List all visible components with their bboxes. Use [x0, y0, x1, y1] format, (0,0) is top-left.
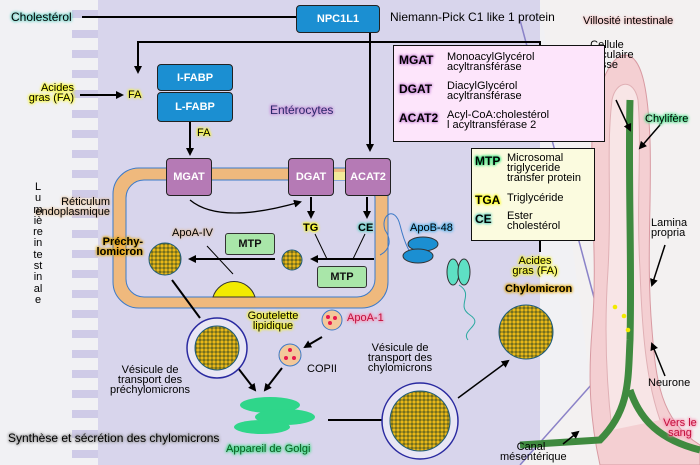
- exocytosis-arrow: [457, 359, 510, 399]
- dgat-box: DGAT: [288, 158, 334, 196]
- golgi-label: Appareil de Golgi: [226, 443, 311, 455]
- prechylomicron-label: Préchy- lomicron: [96, 236, 143, 258]
- er-label: Réticulum endoplasmique: [35, 196, 110, 218]
- legend-mtp-abbr: MTP: [475, 154, 501, 168]
- copii-label: COPII: [307, 363, 337, 375]
- tg-label: TG: [303, 222, 319, 234]
- translocon-left: [446, 258, 460, 286]
- apob48-chain: [379, 213, 419, 261]
- mgat-box: MGAT: [166, 158, 212, 196]
- prechylo-to-vesicle-line: [171, 279, 201, 319]
- legend-mgat-def: MonoacylGlycérol acyltransférase: [447, 51, 535, 73]
- legend-mtp-def: Microsomal triglyceride transfer protein: [507, 152, 581, 184]
- chylo-vesicle-label: Vésicule de transport des chylomicrons: [367, 342, 433, 374]
- apoa1-vesicle: [321, 309, 343, 331]
- acat2-box: ACAT2: [345, 158, 391, 196]
- to-blood-label: Vers le sang: [663, 417, 697, 439]
- lfabp-box: L-FABP: [157, 92, 233, 122]
- legend-mgat-abbr: MGAT: [399, 53, 434, 67]
- apoa4-label: ApoA-IV: [172, 227, 213, 239]
- legend-acat2-def: Acyl-CoA:cholestérol l acyltransférase 2: [447, 109, 550, 131]
- nascent-particle: [281, 249, 303, 271]
- vesicle-to-golgi-arrow: [237, 367, 257, 392]
- translocon-right: [457, 258, 471, 286]
- prechylomicron-particle: [148, 242, 182, 276]
- mesenteric-label: Canal mésentérique: [500, 441, 567, 463]
- fatty-acids-label: Acides gras (FA): [28, 82, 74, 104]
- page-title: Synthèse et sécrétion des chylomicrons: [8, 431, 220, 445]
- tg-connector: [314, 233, 328, 260]
- legend-ce-abbr: CE: [475, 212, 492, 226]
- apob48-tail: [458, 284, 476, 341]
- apoa1-to-copii-arrow: [303, 336, 323, 349]
- ribosome-small: [402, 248, 434, 264]
- prechylo-vesicle-label: Vésicule de transport des préchylomicron…: [109, 364, 191, 396]
- er-gap: [332, 172, 346, 180]
- ce-label: CE: [358, 222, 374, 234]
- npc1l1-box: NPC1L1: [296, 5, 380, 33]
- copii-vesicle: [278, 343, 302, 367]
- neuron-label: Neurone: [648, 377, 691, 389]
- villus-title: Villosité intestinale: [583, 15, 674, 27]
- legend-tga-def: Triglycéride: [507, 192, 564, 204]
- fa-label-entry: FA: [128, 89, 142, 101]
- mtp-box-upper: MTP: [225, 233, 275, 255]
- apob48-label: ApoB-48: [410, 222, 453, 234]
- lipid-legend: MTP Microsomal triglyceride transfer pro…: [471, 148, 595, 241]
- enzyme-legend: MGAT MonoacylGlycérol acyltransférase DG…: [393, 45, 605, 142]
- apoa1-label: ApoA-1: [347, 312, 384, 324]
- ce-connector: [352, 233, 366, 260]
- lipid-droplet: [212, 281, 256, 298]
- microvilli: [72, 10, 98, 458]
- villus-illustration: [519, 54, 700, 465]
- lipid-droplet-label: Goutelette lipidique: [247, 310, 299, 332]
- golgi-cisterna-3: [234, 420, 290, 434]
- mgat-to-dgat-arrow: [189, 199, 302, 214]
- chylomicron-particle: [498, 304, 554, 360]
- lacteal-label: Chylifère: [645, 113, 689, 125]
- legend-dgat-def: DiacylGlycérol acyltransférase: [447, 80, 522, 102]
- apoa4-connector: [206, 245, 234, 275]
- cholesterol-label: Cholestérol: [11, 10, 72, 24]
- copii-to-golgi-arrow: [263, 367, 283, 392]
- lumen-label: Lumière intestinale: [33, 181, 43, 306]
- fa-label-fabp: FA: [197, 127, 211, 139]
- npc1l1-full-label: Niemann-Pick C1 like 1 protein: [390, 10, 555, 24]
- enterocytes-label: Entérocytes: [270, 103, 334, 117]
- legend-ce-def: Ester cholestérol: [507, 210, 561, 232]
- lamina-propria-label: Lamina propria: [651, 217, 688, 239]
- mtp-box-lower: MTP: [317, 266, 367, 288]
- legend-tga-abbr: TGA: [475, 193, 501, 207]
- fa-out-label: Acides gras (FA): [512, 255, 558, 277]
- smooth-muscle-label: Cellule musculaire lisse: [580, 39, 634, 71]
- legend-acat2-abbr: ACAT2: [399, 111, 439, 125]
- ifabp-box: I-FABP: [157, 64, 233, 91]
- legend-dgat-abbr: DGAT: [399, 82, 433, 96]
- chylomicron-label: Chylomicron: [505, 283, 573, 295]
